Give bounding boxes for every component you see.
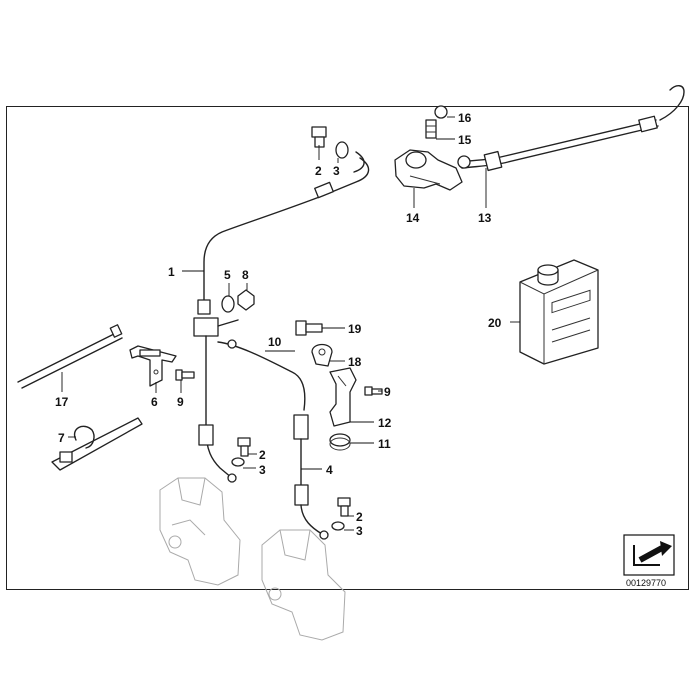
part-9-bolt-right <box>364 386 383 396</box>
part-15-bleeder-valve <box>425 119 437 139</box>
part-14-brake-fitting <box>394 149 463 191</box>
callout-18: 18 <box>348 355 362 369</box>
part-19-bolt <box>295 320 323 336</box>
part-7-clip <box>51 417 143 471</box>
callout-9: 9 <box>177 395 184 409</box>
callout-3-lower-left: 3 <box>259 463 266 477</box>
callout-19: 19 <box>348 322 362 336</box>
callout-4: 4 <box>326 463 333 477</box>
part-2-bolt-lower-right <box>337 497 351 517</box>
callout-10: 10 <box>268 335 282 349</box>
callout-labels: 1 2 3 5 8 6 9 17 7 2 3 10 19 18 9 12 11 … <box>55 111 502 538</box>
part-3-seal-ring <box>335 141 349 159</box>
callout-7: 7 <box>58 431 65 445</box>
part-12-holder <box>329 367 357 427</box>
part-1-brake-line <box>197 151 370 315</box>
callout-6: 6 <box>151 395 158 409</box>
callout-1: 1 <box>168 265 175 279</box>
diagram-number: 00129770 <box>626 578 666 588</box>
direction-arrow-box: 00129770 <box>623 534 675 588</box>
callout-17: 17 <box>55 395 69 409</box>
callout-3: 3 <box>333 164 340 178</box>
part-2-banjo-bolt <box>311 126 327 148</box>
callout-2-lower-left: 2 <box>259 448 266 462</box>
callout-16: 16 <box>458 111 472 125</box>
part-2-bolt-lower-left <box>237 437 251 457</box>
leader-lines <box>61 116 520 531</box>
callout-15: 15 <box>458 133 472 147</box>
caliper-left-outline <box>159 477 241 586</box>
callout-13: 13 <box>478 211 492 225</box>
part-3-ring-lower-left <box>231 457 245 467</box>
callout-5: 5 <box>224 268 231 282</box>
part-6-bracket <box>129 345 177 387</box>
distributor-fitting <box>193 317 306 483</box>
part-3-ring-lower-right <box>331 521 345 531</box>
callout-12: 12 <box>378 416 392 430</box>
caliper-right-outline <box>261 529 346 641</box>
callout-2: 2 <box>315 164 322 178</box>
callout-14: 14 <box>406 211 420 225</box>
callout-2-lower-right: 2 <box>356 510 363 524</box>
part-20-brake-fluid-can <box>519 259 599 365</box>
callout-8: 8 <box>242 268 249 282</box>
callout-9-right: 9 <box>384 385 391 399</box>
part-4-brake-hose <box>293 414 329 540</box>
part-8-nut <box>237 289 255 311</box>
callout-3-lower-right: 3 <box>356 524 363 538</box>
part-17-cable-tie <box>17 324 123 389</box>
part-18-clip <box>311 343 333 367</box>
part-13-brake-line <box>457 85 685 172</box>
part-5-washer <box>221 295 235 313</box>
part-9-bolt-left <box>175 369 195 381</box>
callout-20: 20 <box>488 316 502 330</box>
callout-11: 11 <box>378 437 391 451</box>
part-11-grommet <box>329 433 351 451</box>
part-16-cap <box>434 105 448 119</box>
direction-arrow-icon <box>633 541 672 566</box>
